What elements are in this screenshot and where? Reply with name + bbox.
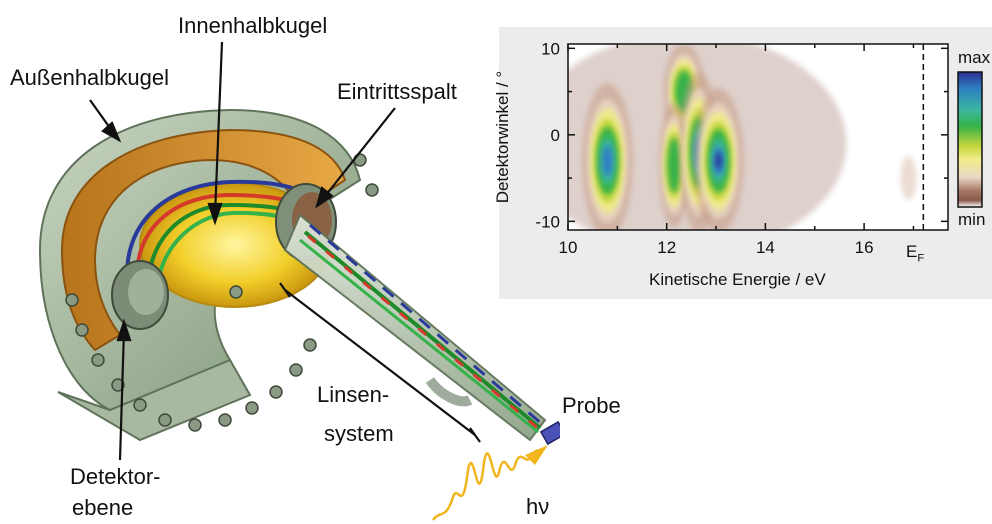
sample-block — [539, 420, 560, 446]
label-sample: Probe — [562, 393, 621, 418]
label-outer-hemisphere: Außenhalbkugel — [10, 65, 170, 90]
label-photon: hν — [526, 494, 550, 519]
x-tick-label: 12 — [657, 238, 676, 257]
spectral-feature-1 — [582, 83, 633, 230]
y-tick-label: -10 — [535, 212, 560, 231]
detector-plane — [111, 260, 169, 330]
y-tick-label: 0 — [551, 126, 560, 145]
spectrum-panel: 10 12 14 16 10 0 -10 max min Kinetische Energi… — [493, 27, 992, 299]
fermi-level-label: EF — [906, 242, 924, 264]
photon-wave — [431, 446, 546, 521]
label-entrance-slit: Eintrittsspalt — [337, 79, 457, 104]
faint-feature — [900, 156, 917, 201]
pointer-arrows — [89, 41, 481, 461]
colorbar-max-label: max — [958, 48, 991, 67]
plot-frame — [567, 43, 949, 231]
x-tick-label: 14 — [756, 238, 775, 257]
fermi-level-letter: E — [906, 242, 918, 261]
photon-arrow — [525, 445, 548, 465]
label-inner-hemisphere: Innenhalbkugel — [178, 13, 328, 38]
colorbar — [957, 71, 983, 208]
label-lens-system-line1: Linsen- — [317, 382, 390, 407]
x-axis-label: Kinetische Energie / eV — [649, 270, 826, 289]
flange-bolts — [65, 153, 379, 432]
label-lens-system-line2: system — [324, 421, 394, 446]
spectral-feature-5 — [693, 88, 744, 230]
lens-tube — [283, 213, 547, 442]
fermi-level-subscript: F — [917, 252, 925, 265]
spectrum-chart: 10 12 14 16 10 0 -10 — [535, 39, 983, 257]
y-axis-label: Detektorwinkel / ° — [493, 70, 513, 204]
label-detector-line2: ebene — [72, 495, 134, 520]
label-detector-line1: Detektor- — [70, 464, 161, 489]
x-tick-label: 10 — [559, 238, 578, 257]
colorbar-min-label: min — [958, 210, 986, 229]
y-tick-label: 10 — [541, 39, 560, 58]
analyzer-illustration — [38, 41, 560, 521]
x-tick-label: 16 — [855, 238, 874, 257]
